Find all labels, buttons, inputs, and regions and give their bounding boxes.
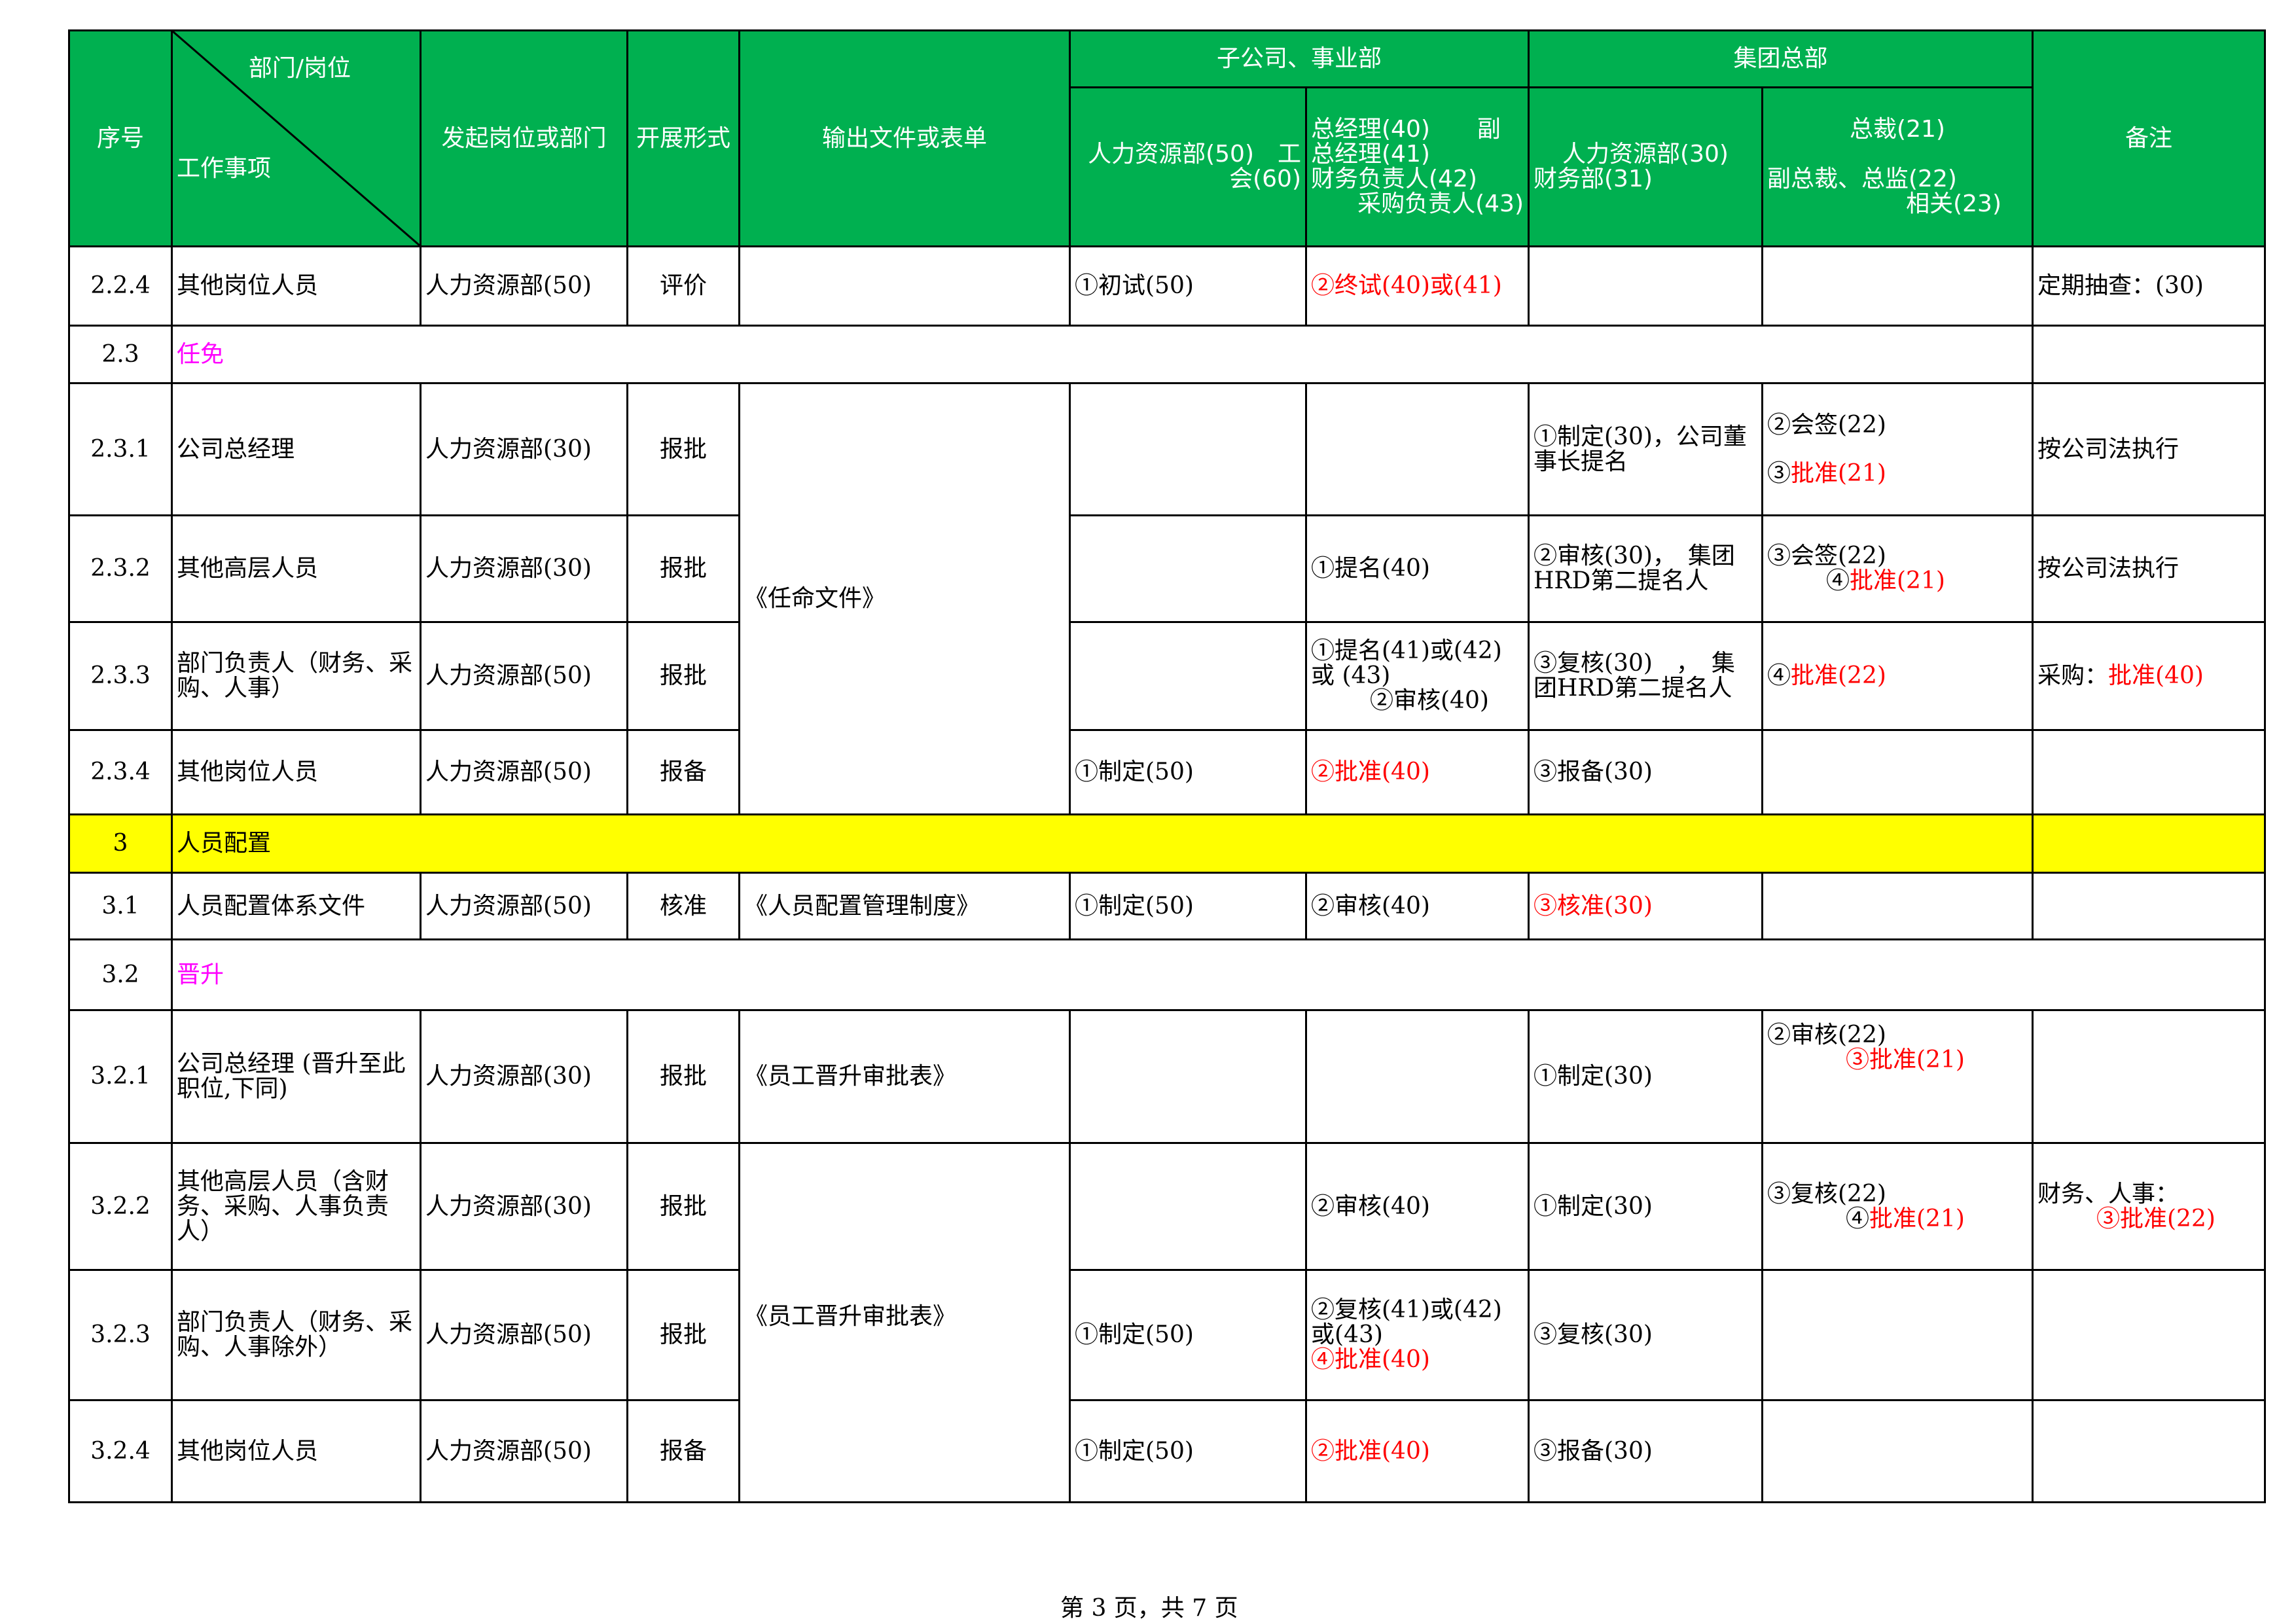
table-row: 3.1 人员配置体系文件 人力资源部(50) 核准 《人员配置管理制度》 ①制定…	[68, 872, 2266, 940]
subsection-title: 晋升	[171, 938, 2266, 1011]
table-row: 3.2.3 部门负责人（财务、采购、人事除外） 人力资源部(50) 报批 ①制定…	[68, 1269, 2266, 1401]
table-row: 2.2.4 其他岗位人员 人力资源部(50) 评价 ①初试(50) ②终试(40…	[68, 245, 2266, 327]
table-row: 2.3.4 其他岗位人员 人力资源部(50) 报备 ①制定(50) ②批准(40…	[68, 729, 2266, 815]
header-row-2: 人力资源部(50) 工会(60) 总经理(40) 副 总经理(41) 财务负责人…	[69, 86, 2265, 247]
header-note: 备注	[2032, 29, 2266, 247]
section-row: 3 人员配置	[68, 813, 2266, 874]
diagonal-line	[173, 31, 420, 245]
header-diagonal-cell: 部门/岗位 工作事项	[171, 29, 422, 247]
table-row: 2.3.1 公司总经理 人力资源部(30) 报批 《任命文件》 ①制定(30)，…	[68, 382, 2266, 815]
promote-output-cell: 《员工晋升审批表》	[738, 1142, 1071, 1503]
subsection-title: 任免	[171, 325, 2034, 384]
header-initiator: 发起岗位或部门	[420, 29, 628, 247]
header-sub-hr: 人力资源部(50) 工会(60)	[1069, 86, 1307, 247]
header-hq-president: 总裁(21) 副总裁、总监(22) 相关(23)	[1761, 86, 2034, 247]
header-output: 输出文件或表单	[738, 29, 1071, 247]
table-row: 2.3.3 部门负责人（财务、采购、人事） 人力资源部(50) 报批 ①提名(4…	[68, 621, 2266, 731]
header-hq-hr: 人力资源部(30) 财务部(31)	[1528, 86, 1763, 247]
appoint-output-cell: 《任命文件》	[738, 382, 1071, 815]
header-no: 序号	[68, 29, 173, 247]
section-title: 人员配置	[171, 813, 2034, 874]
header-dept-position: 部门/岗位	[248, 55, 351, 82]
subsection-row: 3.2 晋升	[68, 938, 2266, 1011]
header-work-item: 工作事项	[177, 155, 272, 182]
table-row: 3.2.2 其他高层人员（含财务、采购、人事负责人） 人力资源部(30) 报批 …	[68, 1142, 2266, 1503]
table-row: 3.2.4 其他岗位人员 人力资源部(50) 报备 ①制定(50) ②批准(40…	[68, 1399, 2266, 1503]
page-footer: 第 3 页，共 7 页	[1060, 1595, 1238, 1622]
header-row-1: 序号 部门/岗位 工作事项 发起岗位或部门 开展形式 输出文件或表单 子公司、事…	[68, 29, 2266, 247]
header-group-hq: 集团总部	[1528, 29, 2034, 88]
table-row: 3.2.1 公司总经理 (晋升至此职位,下同) 人力资源部(30) 报批 《员工…	[68, 1009, 2266, 1144]
header-sub-gm: 总经理(40) 副 总经理(41) 财务负责人(42) 采购负责人(43)	[1305, 86, 1530, 247]
header-form: 开展形式	[626, 29, 740, 247]
table-row: 2.3.2 其他高层人员 人力资源部(30) 报批 ①提名(40) ②审核(30…	[68, 514, 2266, 623]
subsection-row: 2.3 任免	[68, 325, 2266, 384]
header-group-subsidiary: 子公司、事业部	[1069, 29, 1530, 88]
approval-matrix-table: 序号 部门/岗位 工作事项 发起岗位或部门 开展形式 输出文件或表单 子公司、事…	[68, 29, 2266, 1503]
